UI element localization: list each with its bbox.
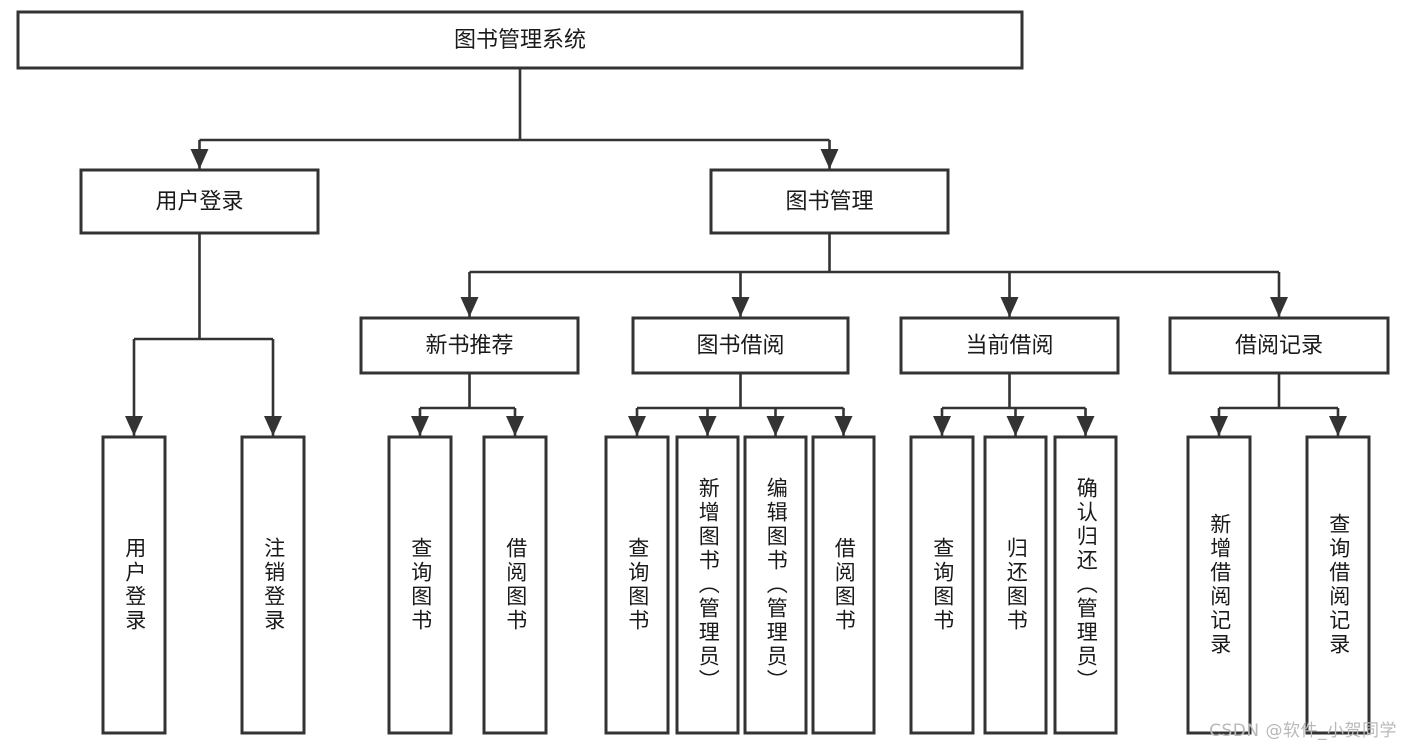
watermark-text: CSDN @软件_小贺同学 bbox=[1209, 721, 1397, 741]
arrowhead-icon bbox=[1210, 416, 1228, 436]
arrowhead-icon bbox=[731, 297, 750, 317]
node-label-l3-3: 借阅记录 bbox=[1235, 334, 1323, 359]
leaf-box-7[interactable] bbox=[811, 435, 876, 735]
arrowhead-icon bbox=[1076, 416, 1095, 436]
node-box-root[interactable] bbox=[16, 10, 1024, 70]
node-box-l2-1[interactable] bbox=[709, 168, 950, 235]
node-label-l3-0: 新书推荐 bbox=[425, 334, 513, 359]
arrowhead-icon bbox=[264, 416, 282, 436]
leaf-box-10[interactable] bbox=[1053, 435, 1118, 735]
arrowhead-icon bbox=[125, 416, 143, 436]
boxes-layer bbox=[16, 10, 1390, 735]
node-box-l3-0[interactable] bbox=[359, 316, 580, 375]
leaf-box-2[interactable] bbox=[387, 435, 453, 735]
arrowhead-icon bbox=[460, 297, 479, 317]
arrowhead-icon bbox=[1270, 297, 1288, 317]
leaf-box-4[interactable] bbox=[604, 435, 670, 735]
node-label-root: 图书管理系统 bbox=[454, 28, 586, 53]
arrowhead-icon bbox=[411, 416, 429, 436]
arrowhead-icon bbox=[1000, 297, 1019, 317]
node-label-l2-0: 用户登录 bbox=[155, 190, 243, 215]
leaf-box-8[interactable] bbox=[909, 435, 975, 735]
leaf-box-3[interactable] bbox=[482, 435, 548, 735]
node-box-l3-2[interactable] bbox=[899, 316, 1120, 375]
arrowhead-icon bbox=[698, 416, 717, 436]
arrowhead-icon bbox=[1006, 416, 1025, 436]
arrowhead-icon bbox=[820, 149, 839, 169]
node-box-l3-3[interactable] bbox=[1168, 316, 1390, 375]
node-label-l3-2: 当前借阅 bbox=[965, 334, 1053, 359]
node-box-l3-1[interactable] bbox=[631, 316, 850, 375]
node-box-l2-0[interactable] bbox=[79, 168, 320, 235]
node-label-l3-1: 图书借阅 bbox=[696, 334, 784, 359]
node-label-l2-1: 图书管理 bbox=[785, 190, 873, 215]
leaf-box-1[interactable] bbox=[240, 435, 306, 735]
arrowhead-icon bbox=[933, 416, 951, 436]
arrowhead-icon bbox=[506, 416, 524, 436]
arrowhead-icon bbox=[628, 416, 646, 436]
leaf-box-5[interactable] bbox=[675, 435, 740, 735]
leaf-box-11[interactable] bbox=[1186, 435, 1252, 735]
connectors-layer bbox=[125, 68, 1347, 436]
arrowhead-icon bbox=[766, 416, 785, 436]
leaf-box-12[interactable] bbox=[1305, 435, 1371, 735]
leaf-box-9[interactable] bbox=[983, 435, 1048, 735]
arrowhead-icon bbox=[1329, 416, 1347, 436]
leaf-box-0[interactable] bbox=[101, 435, 167, 735]
arrowhead-icon bbox=[190, 149, 209, 169]
arrowhead-icon bbox=[834, 416, 853, 436]
leaf-box-6[interactable] bbox=[743, 435, 808, 735]
